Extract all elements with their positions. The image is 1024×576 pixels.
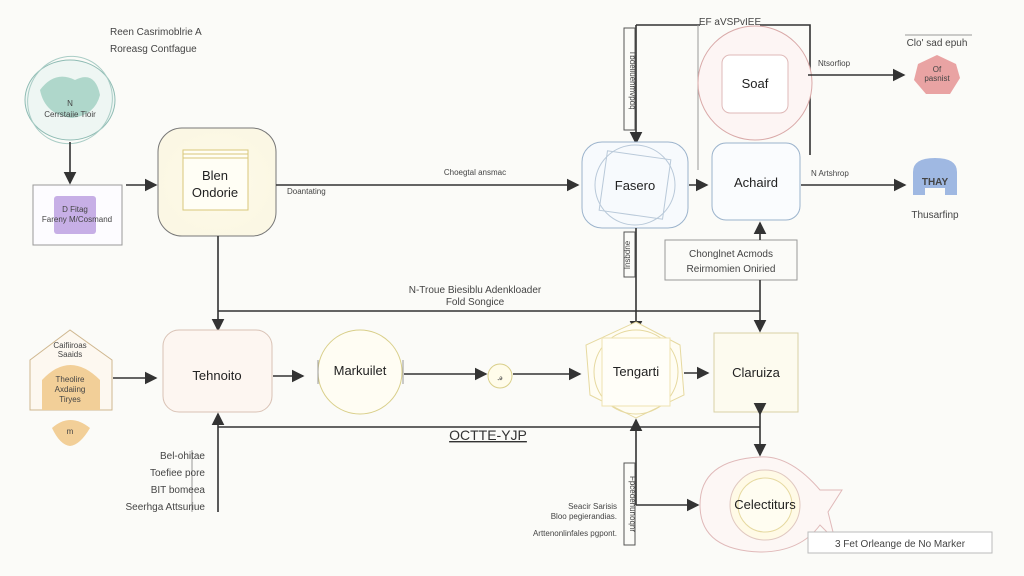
red-badge-line-2: pasnist: [924, 74, 950, 83]
egg-label: m: [67, 427, 74, 436]
tengarti-node[interactable]: Tengarti: [585, 321, 685, 419]
cloud-line-1: N: [67, 99, 73, 108]
purple-line-1: D Fitag: [62, 205, 88, 214]
left-note-4: Seerhga Attsuriue: [126, 502, 206, 513]
note-line-1: Chonglnet Acmods: [689, 249, 773, 260]
blen-line-1: Blen: [202, 168, 228, 183]
small-circle-label: ꭿ: [498, 373, 503, 382]
left-note-1: Bel-ohitae: [160, 451, 205, 462]
note-box: Chonglnet Acmods Reirmomien Oniried: [664, 239, 798, 281]
edge-label-ntsorfiop: Ntsorfiop: [818, 59, 851, 68]
celectiturs-label: Celectiturs: [734, 497, 796, 512]
left-note-3: BIT bomeea: [151, 485, 206, 496]
house-line-1: Caifiiroas: [53, 341, 86, 350]
tehnoito-node[interactable]: Tehnoito: [162, 329, 273, 413]
red-badge-caption: Clo' sad epuh: [907, 38, 968, 49]
soaf-node[interactable]: Soaf: [697, 25, 813, 141]
markuilet-label: Markuilet: [334, 363, 387, 378]
vertical-label-mid: Insbdne: [623, 240, 632, 269]
blue-icon-label: THAY: [922, 177, 949, 188]
fasero-label: Fasero: [615, 178, 655, 193]
tengarti-label: Tengarti: [613, 364, 659, 379]
claruiza-node[interactable]: Claruiza: [713, 332, 799, 413]
edge-label-top-bar: EF aVSPvIEE: [699, 17, 762, 28]
red-badge-line-1: Of: [933, 65, 942, 74]
mid-label-line-2: Fold Songice: [446, 297, 505, 308]
vertical-label-top: Tbdeliuenmvpdq: [628, 50, 637, 109]
blue-icon-node: THAY: [913, 158, 957, 195]
purple-box-node: D Fitag Fareny M/Cosmand: [32, 184, 123, 246]
house-line-2: Saaids: [58, 350, 82, 359]
house-line-3: Theolire: [56, 375, 85, 384]
edge-label-choegtal: Choegtal ansmac: [444, 168, 506, 177]
legend-text: 3 Fet Orleange de No Marker: [835, 539, 966, 550]
markuilet-node[interactable]: Markuilet: [317, 329, 404, 415]
legend-box: 3 Fet Orleange de No Marker: [807, 531, 993, 554]
diagram-title-line-2: Roreasg Contfague: [110, 44, 197, 55]
mid-label-line-1: N-Troue Biesiblu Adenkloader: [409, 285, 542, 296]
blen-line-2: Ondorie: [192, 185, 238, 200]
achaird-label: Achaird: [734, 175, 778, 190]
purple-line-2: Fareny M/Cosmand: [42, 215, 112, 224]
bottom-note-1: Seacir Sarisis: [568, 502, 617, 511]
bottom-note-2: Bloo pegierandias.: [551, 512, 617, 521]
soaf-label: Soaf: [742, 76, 769, 91]
edge-label-n-artshrop: N Artshrop: [811, 169, 849, 178]
note-line-2: Reirmomien Oniried: [687, 264, 776, 275]
left-note-2: Toefiee pore: [150, 468, 205, 479]
diagram-title-line-1: Reen Casrimoblrie A: [110, 27, 202, 38]
claruiza-label: Claruiza: [732, 365, 780, 380]
edge-label-doantating: Doantating: [287, 187, 326, 196]
house-node: Caifiiroas Saaids Theolire Axdaiing Tiry…: [29, 329, 113, 411]
cloud-node: N Cerrstaiie Tioir: [24, 55, 116, 145]
house-line-5: Tiryes: [59, 395, 80, 404]
fasero-node[interactable]: Fasero: [581, 141, 689, 229]
blen-ondorie-node[interactable]: Blen Ondorie: [157, 127, 277, 237]
celectiturs-node[interactable]: Celectiturs: [699, 456, 843, 553]
small-circle-node: ꭿ: [487, 363, 513, 389]
house-line-4: Axdaiing: [55, 385, 86, 394]
egg-node: m: [52, 420, 90, 446]
cloud-line-2: Cerrstaiie Tioir: [44, 110, 96, 119]
bottom-note-3: Arttenonlinfales pgpont.: [533, 529, 617, 538]
blue-icon-caption: Thusarfinp: [911, 210, 959, 221]
tehnoito-label: Tehnoito: [192, 368, 241, 383]
vertical-label-bottom: Fpcedenunoqnr: [628, 476, 637, 532]
achaird-node[interactable]: Achaird: [711, 142, 801, 221]
edge-label-octt: OCTTE-YJP: [449, 427, 527, 443]
red-badge-node: Of pasnist: [914, 55, 960, 94]
